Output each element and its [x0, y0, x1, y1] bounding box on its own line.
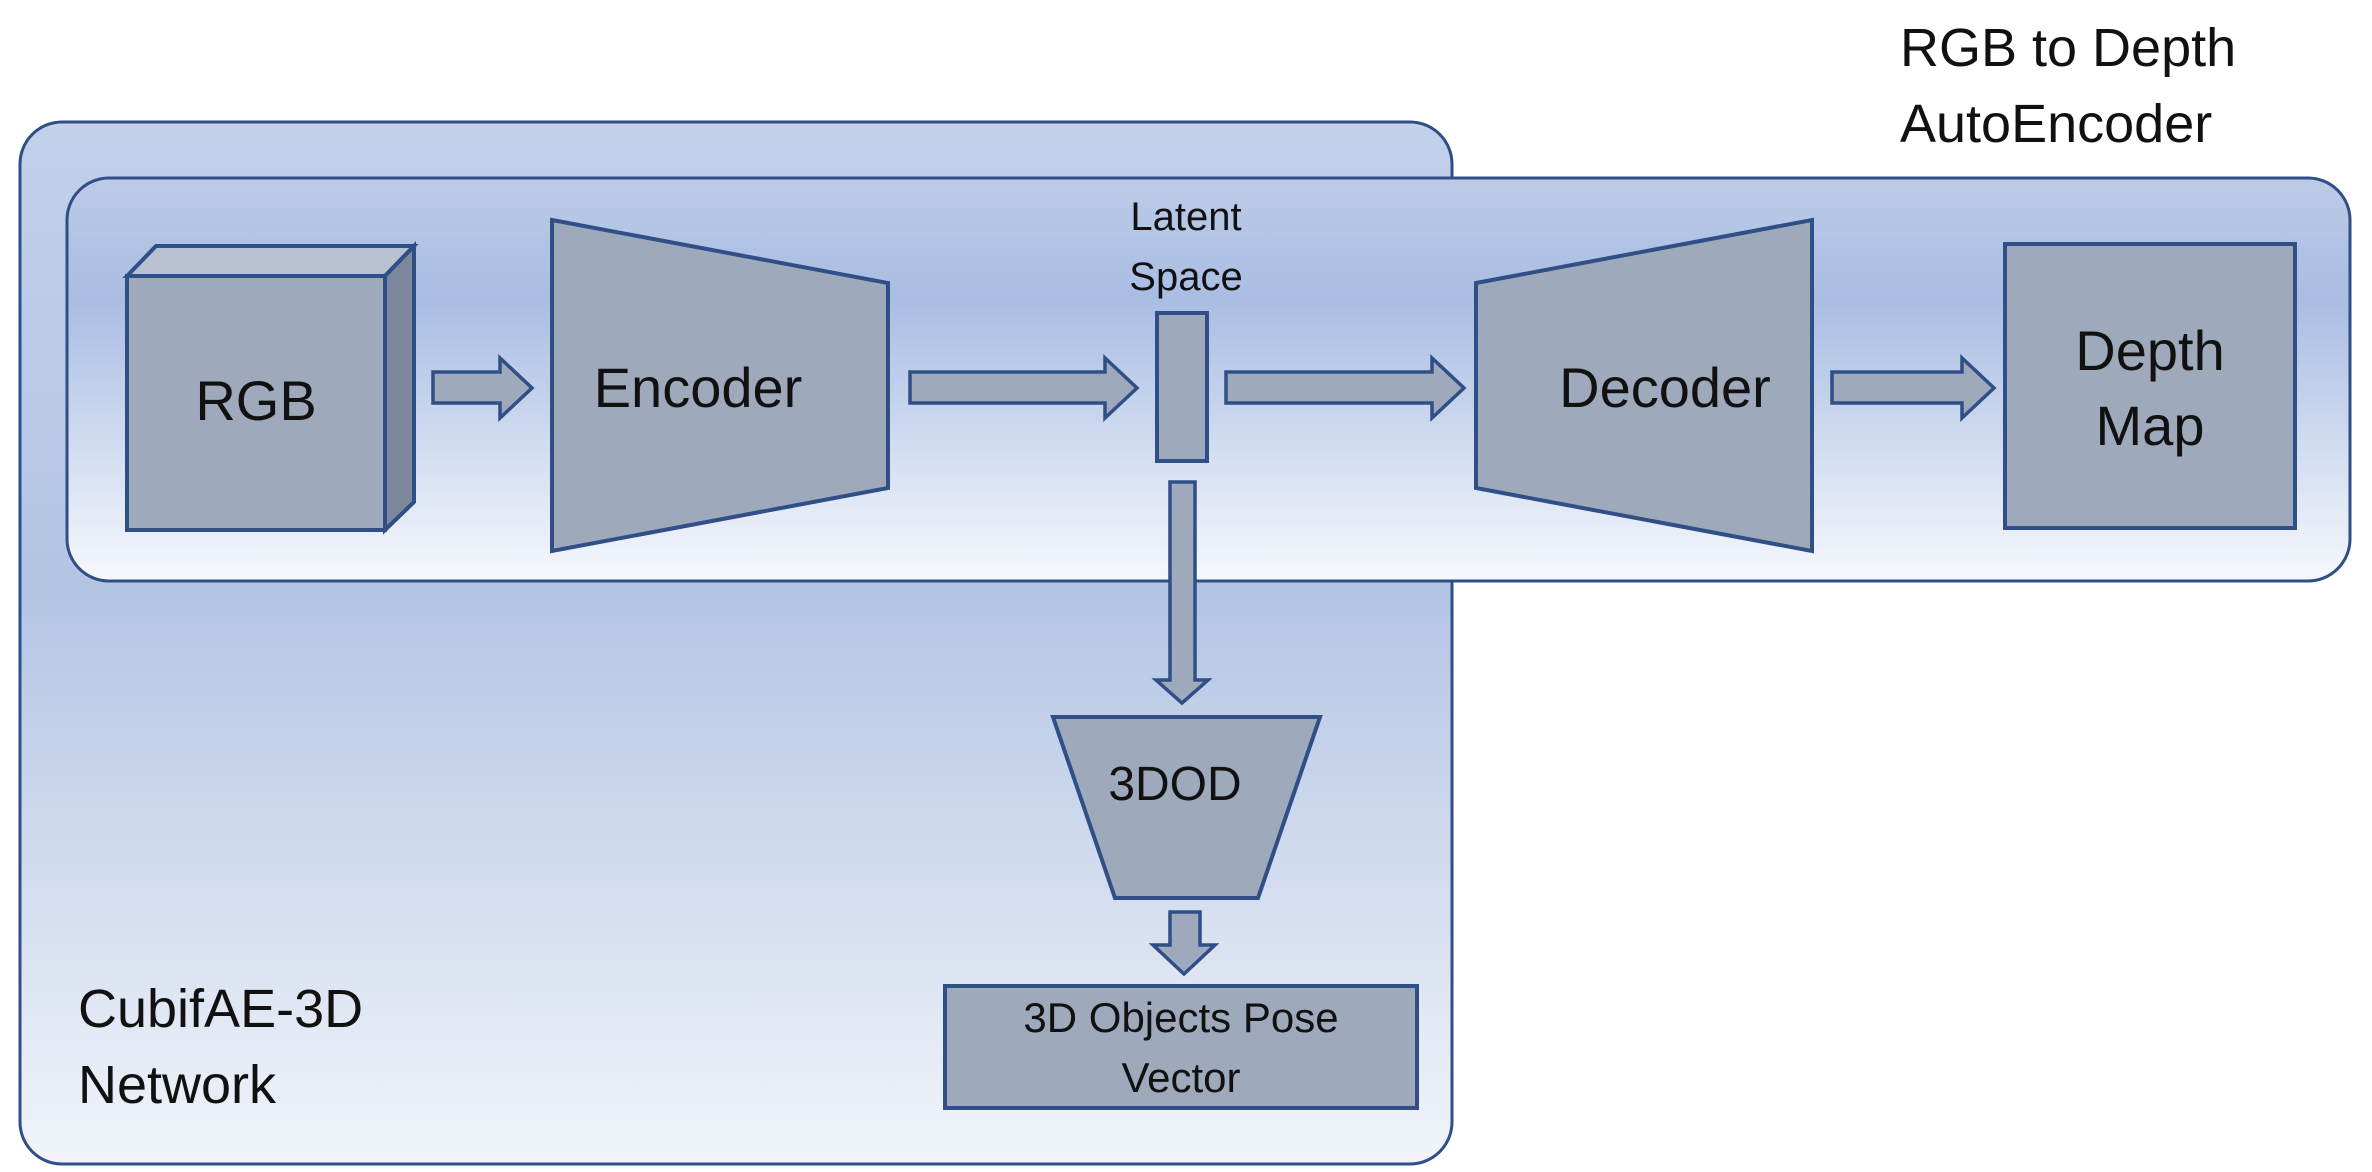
arrow-3dod-to-pose — [1148, 910, 1220, 977]
network-title-line2: Network — [78, 1055, 277, 1115]
rgb-label: RGB — [195, 369, 316, 432]
pose-vector-label-line1: 3D Objects Pose — [1023, 994, 1338, 1041]
latent-space-label-line2: Space — [1129, 255, 1242, 299]
arrow-latent-to-decoder — [1224, 353, 1467, 423]
arrow-encoder-to-latent — [908, 353, 1140, 423]
rgb-input-block: RGB — [122, 241, 419, 535]
arrow-latent-to-3dod — [1151, 480, 1213, 706]
depth-map-label-line1: Depth — [2075, 319, 2224, 382]
depth-map-block: Depth Map — [2003, 242, 2297, 530]
arrow-decoder-to-depth — [1830, 353, 1997, 423]
arrow-rgb-to-encoder — [431, 353, 535, 423]
decoder-block: Decoder — [1474, 217, 1814, 554]
encoder-label: Encoder — [594, 356, 803, 419]
autoencoder-title-line2: AutoEncoder — [1900, 94, 2212, 154]
autoencoder-title-line1: RGB to Depth — [1900, 18, 2236, 78]
network-title-line1: CubifAE-3D — [78, 979, 363, 1039]
pose-vector-label-line2: Vector — [1121, 1054, 1240, 1101]
encoder-block: Encoder — [550, 217, 890, 554]
3dod-label: 3DOD — [1108, 758, 1241, 811]
latent-space-block — [1155, 311, 1209, 463]
depth-map-label-line2: Map — [2096, 394, 2205, 457]
3dod-block: 3DOD — [1050, 715, 1323, 900]
pose-vector-block: 3D Objects Pose Vector — [943, 984, 1419, 1110]
decoder-label: Decoder — [1559, 356, 1771, 419]
latent-space-label-line1: Latent — [1130, 195, 1241, 239]
